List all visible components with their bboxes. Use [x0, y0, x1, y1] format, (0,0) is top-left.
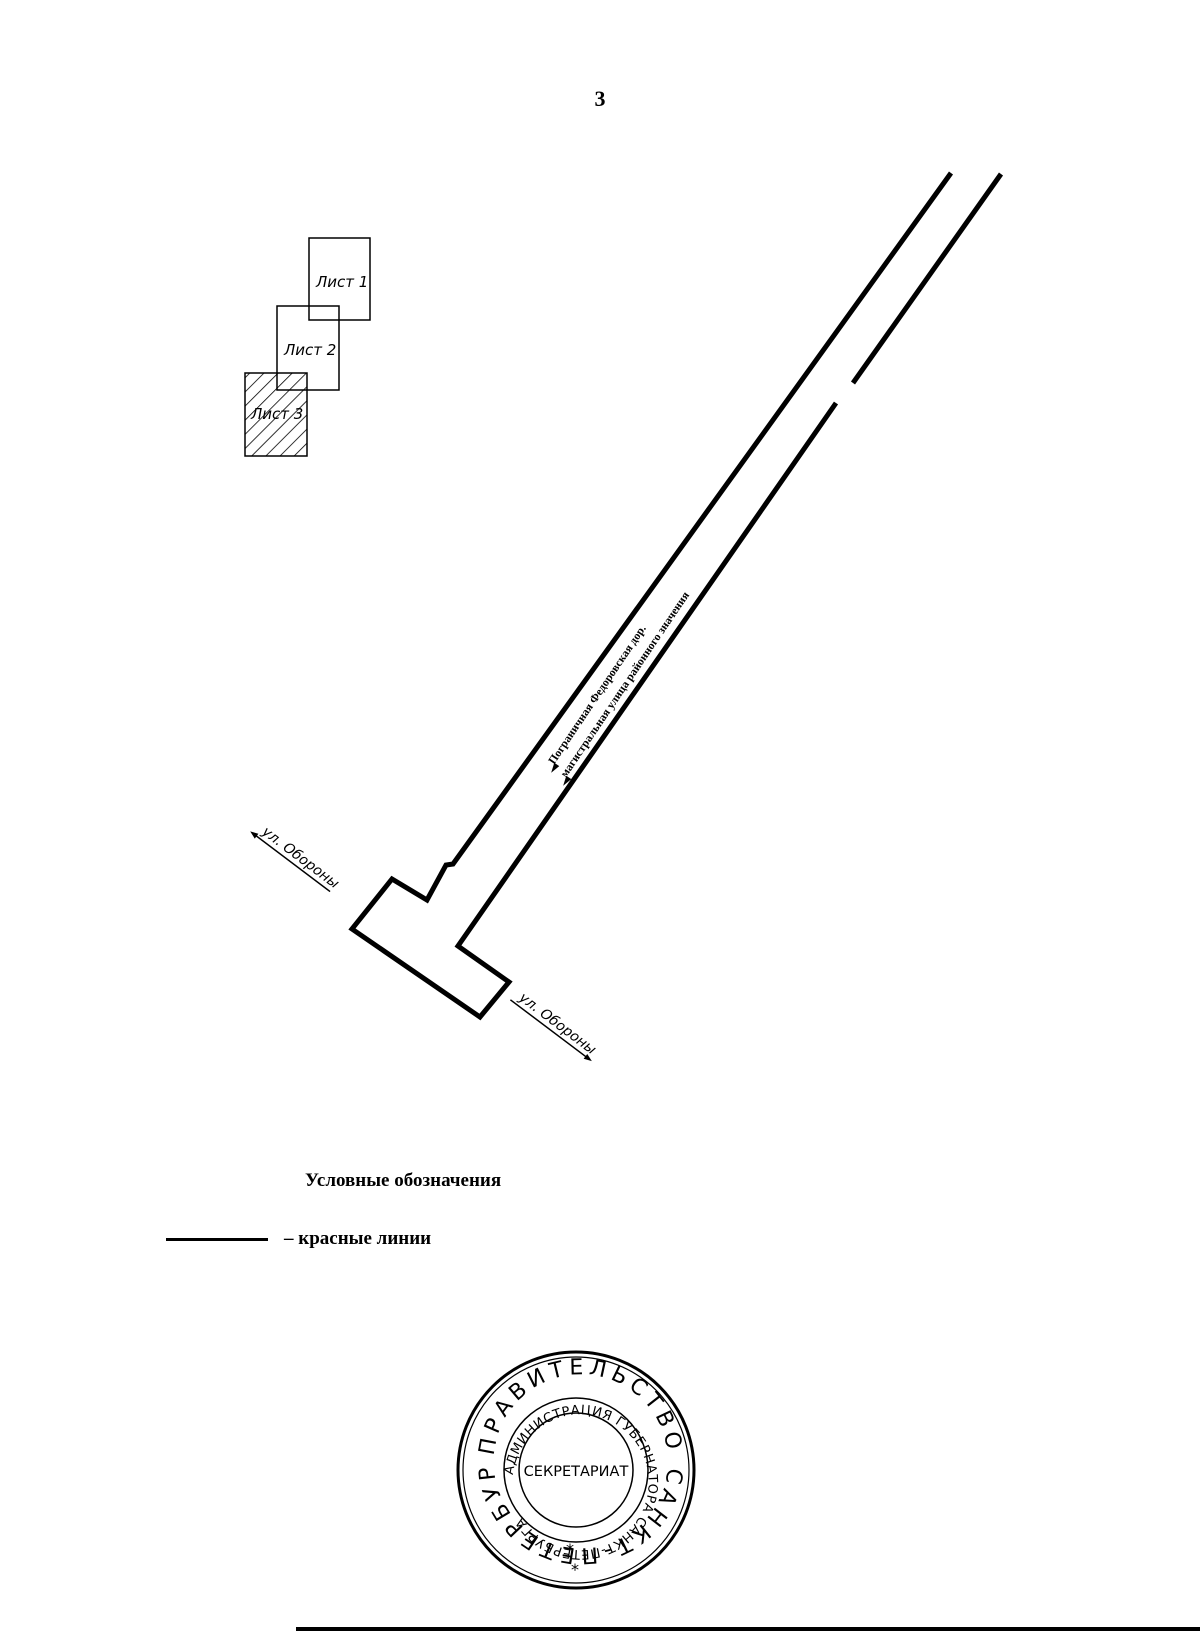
page-number: 3	[594, 86, 606, 111]
seal-outer-ring	[456, 1350, 696, 1590]
seal-center-text: СЕКРЕТАРИАТ	[524, 1464, 629, 1480]
street-right: ул. Обороны	[509, 989, 599, 1062]
seal-outer-text-path: ПРАВИТЕЛЬСТВО САНКТ-ПЕТЕРБУРГА	[0, 0, 682, 1568]
sheet-3-label: Лист 3	[250, 405, 303, 423]
seal-outer-text: ПРАВИТЕЛЬСТВО САНКТ-ПЕТЕРБУРГА	[0, 0, 682, 1568]
bottom-rule	[296, 1627, 1200, 1631]
seal-star-icon-2: *	[571, 1560, 579, 1579]
street-left-label: ул. Обороны	[258, 823, 342, 892]
red-line-lower	[850, 172, 1004, 385]
seal-star-icon-1: *	[566, 1540, 574, 1559]
street-left-arrow-icon	[250, 831, 259, 839]
road-label-2: магистральная улица районного значения	[559, 590, 693, 786]
legend-item-label: – красные линии	[284, 1228, 432, 1249]
road-label-2-arrow-icon	[563, 775, 572, 786]
road-label-1: Пограничная Федоровская дор.	[547, 623, 649, 773]
sheet-1-label: Лист 1	[315, 273, 368, 291]
key-map: Лист 1 Лист 2 Лист 3	[244, 237, 371, 457]
street-right-label: ул. Обороны	[515, 989, 599, 1058]
street-right-arrow-icon	[583, 1053, 592, 1062]
sheet-2-label: Лист 2	[283, 341, 336, 359]
street-right-arrow-line	[509, 999, 588, 1059]
legend-title: Условные обозначения	[305, 1170, 502, 1191]
road-label-1-arrow-icon	[551, 762, 560, 773]
legend-line-sample	[166, 1238, 268, 1241]
street-left-arrow-line	[252, 833, 331, 893]
seal-inner-ring	[518, 1412, 634, 1528]
red-line-upper	[348, 171, 954, 1021]
sheet-2-frame	[276, 305, 340, 391]
road-type-label: магистральная улица районного значения	[559, 590, 693, 780]
street-left: ул. Обороны	[250, 823, 342, 893]
seal-outer-ring-inner	[462, 1356, 690, 1584]
sheet-3-frame	[244, 372, 308, 457]
red-lines	[348, 171, 1004, 1021]
seal-middle-ring	[503, 1397, 649, 1543]
